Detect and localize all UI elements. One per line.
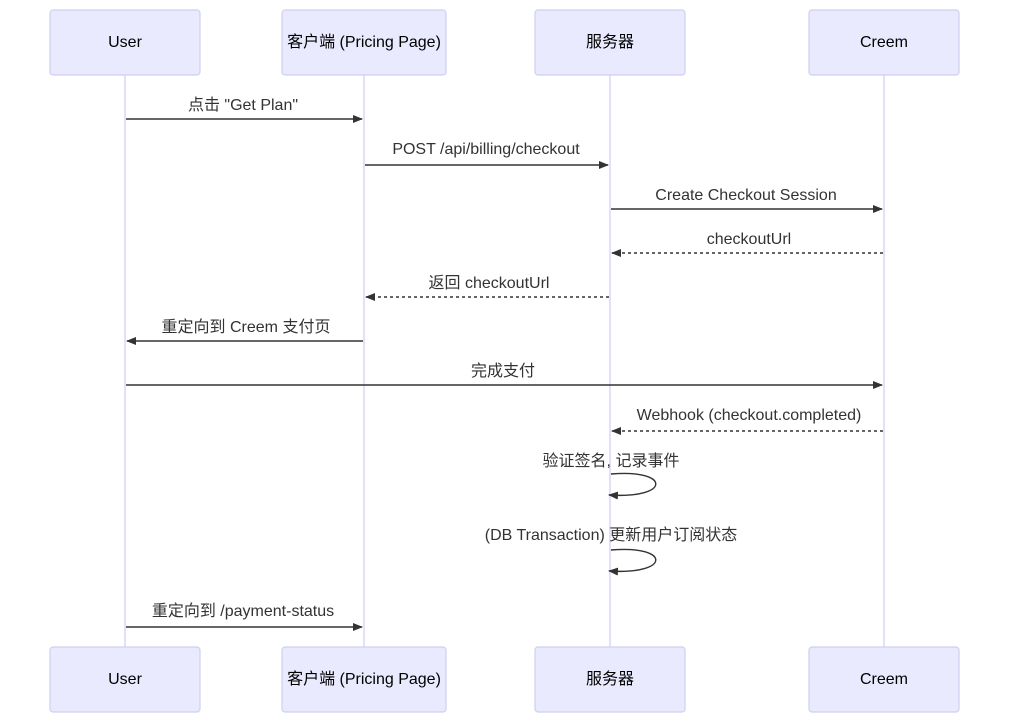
self-loop-arrow	[608, 472, 657, 500]
message-8: Webhook (checkout.completed)	[611, 407, 883, 435]
message-label: 点击 "Get Plan"	[188, 96, 298, 114]
message-11: 重定向到 /payment-status	[126, 602, 363, 631]
actor-label: Creem	[860, 34, 908, 51]
self-loop-arrow	[608, 548, 657, 576]
message-5: 返回 checkoutUrl	[365, 274, 609, 301]
message-label: 重定向到 Creem 支付页	[162, 318, 331, 336]
message-4: checkoutUrl	[611, 231, 883, 257]
message-label: (DB Transaction) 更新用户订阅状态	[485, 526, 738, 544]
actor-server-top: 服务器	[534, 9, 686, 76]
lifelines	[124, 75, 885, 647]
message-label: checkoutUrl	[707, 231, 791, 248]
message-label: POST /api/billing/checkout	[392, 141, 580, 158]
message-10-self: (DB Transaction) 更新用户订阅状态	[485, 526, 738, 576]
actor-client-top: 客户端 (Pricing Page)	[281, 9, 447, 76]
message-label: 完成支付	[471, 362, 535, 380]
message-label: Webhook (checkout.completed)	[637, 407, 862, 424]
actor-label: 服务器	[586, 670, 634, 688]
actor-label: User	[108, 671, 142, 688]
actor-label: User	[108, 34, 142, 51]
actors-bottom: User 客户端 (Pricing Page) 服务器 Creem	[49, 646, 960, 713]
actor-label: 客户端 (Pricing Page)	[287, 670, 441, 688]
actor-creem-bottom: Creem	[808, 646, 960, 713]
message-7: 完成支付	[126, 362, 883, 389]
message-3: Create Checkout Session	[611, 187, 883, 213]
messages: 点击 "Get Plan" POST /api/billing/checkout…	[126, 96, 883, 631]
message-6: 重定向到 Creem 支付页	[126, 318, 363, 345]
actor-user-top: User	[49, 9, 201, 76]
message-2: POST /api/billing/checkout	[365, 141, 609, 169]
message-label: Create Checkout Session	[655, 187, 836, 204]
actor-server-bottom: 服务器	[534, 646, 686, 713]
message-1: 点击 "Get Plan"	[126, 96, 363, 123]
actor-user-bottom: User	[49, 646, 201, 713]
actor-client-bottom: 客户端 (Pricing Page)	[281, 646, 447, 713]
message-label: 重定向到 /payment-status	[152, 602, 334, 620]
actor-label: 客户端 (Pricing Page)	[287, 33, 441, 51]
message-label: 验证签名, 记录事件	[543, 452, 680, 470]
message-9-self: 验证签名, 记录事件	[543, 452, 680, 500]
actors-top: User 客户端 (Pricing Page) 服务器 Creem	[49, 9, 960, 76]
actor-creem-top: Creem	[808, 9, 960, 76]
actor-label: 服务器	[586, 33, 634, 51]
message-label: 返回 checkoutUrl	[429, 274, 550, 292]
actor-label: Creem	[860, 671, 908, 688]
